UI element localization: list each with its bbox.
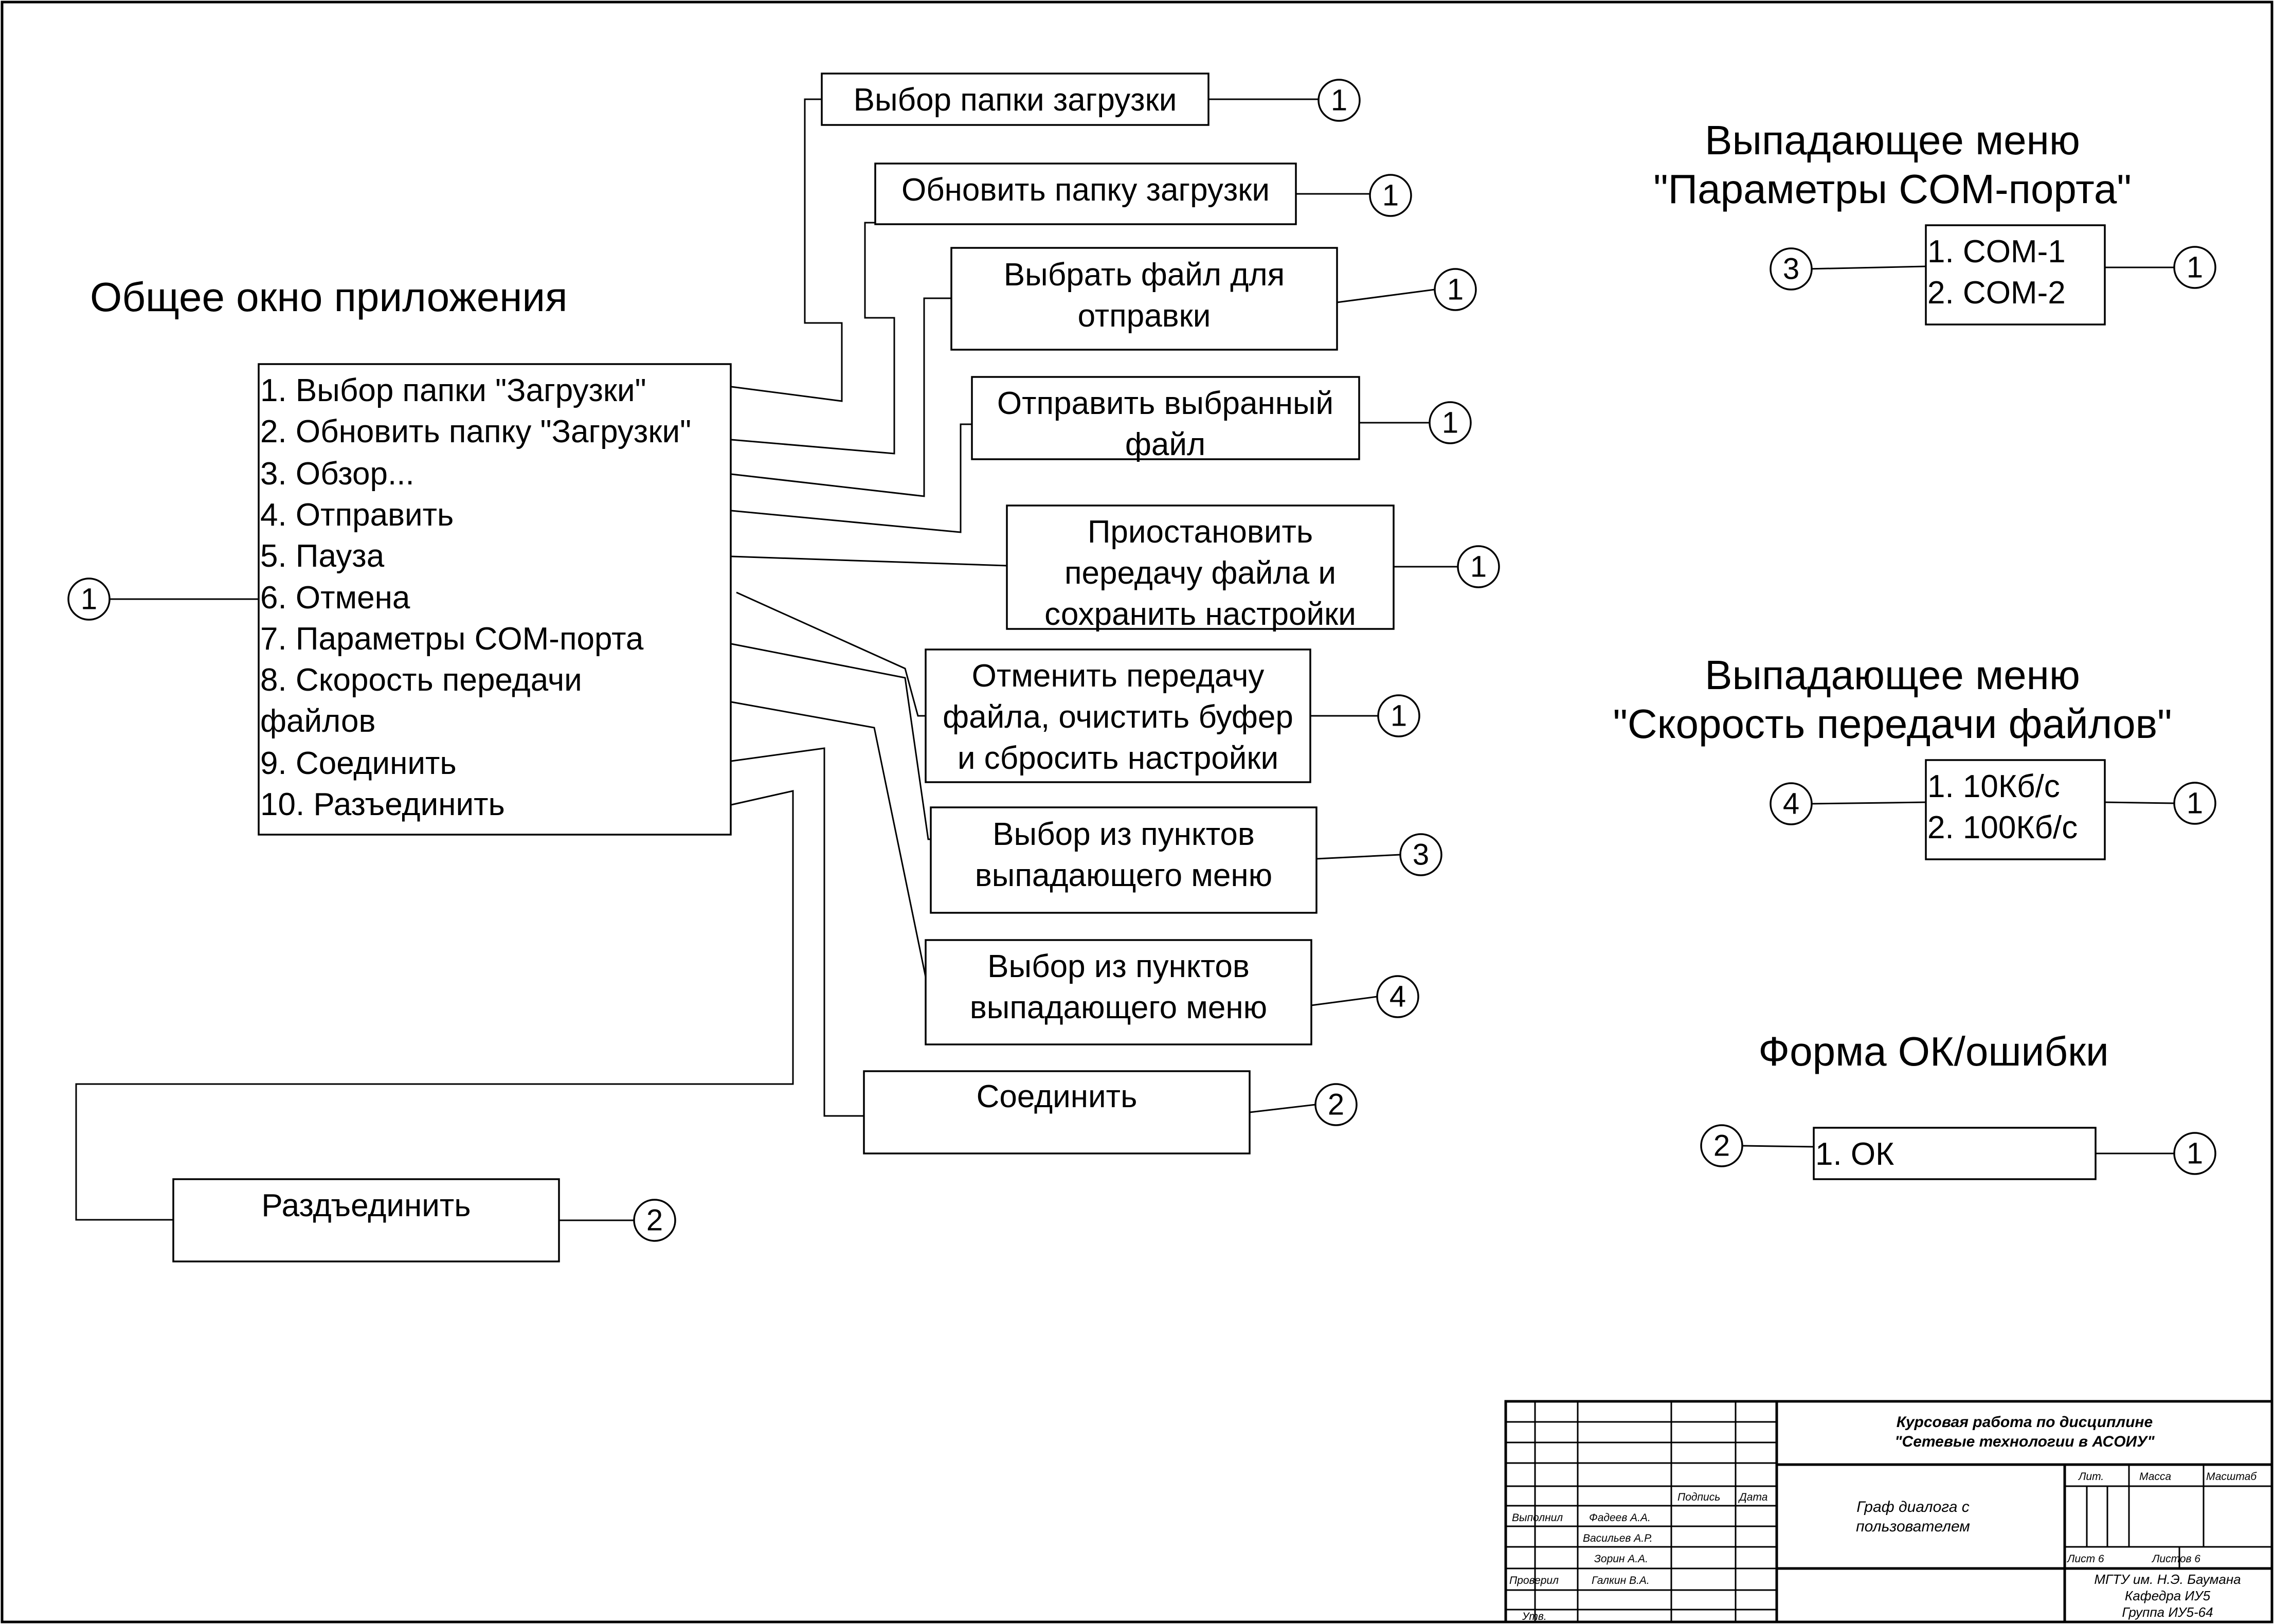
action-label: Выбор из пунктов [992,817,1255,852]
menu-out-number: 1 [2187,1137,2203,1170]
menu-item: 1. ОК [1815,1136,1894,1172]
action-label: сохранить настройки [1044,597,1356,632]
action-disconnect: Раздъединить 2 [172,1178,676,1262]
action-label: файл [1125,427,1205,462]
label-massa: Масса [2139,1471,2171,1483]
action-label: отправки [1078,298,1211,334]
person-name: Васильев А.Р. [1583,1532,1653,1544]
action-target-number: 1 [1470,550,1487,584]
menu-item: 1. 10Кб/с [1927,769,2060,804]
menu-title: Выпадающее меню [1705,117,2080,163]
org-line: МГТУ им. Н.Э. Баумана [2094,1572,2241,1587]
action-label: файла, очистить буфер [943,699,1293,735]
action-label: Выбор папки загрузки [854,82,1177,118]
menu-out-number: 1 [2187,787,2203,820]
menu-transfer-speed: Выпадающее меню "Скорость передачи файло… [1613,652,2216,860]
action-target-number: 2 [646,1204,663,1237]
main-item: 4. Отправить [260,497,454,533]
action-target-number: 3 [1413,838,1429,872]
person-name: Фадеев А.А. [1589,1512,1651,1524]
role-utv: Утв. [1522,1611,1547,1622]
label-listov: Листов 6 [2151,1553,2200,1565]
action-pause-transfer: Приостановить передачу файла и сохранить… [1006,504,1500,632]
action-select-speed-menu: Выбор из пунктов выпадающего меню 4 [925,939,1419,1045]
menu-in-number: 3 [1783,252,1799,286]
menu-title: "Скорость передачи файлов" [1613,701,2172,747]
action-label: Выбрать файл для [1004,257,1285,293]
title-block-doc-title: пользователем [1856,1518,1970,1535]
title-block-header: Курсовая работа по дисциплине [1897,1414,2153,1431]
main-item: 8. Скорость передачи [260,662,582,698]
menu-com-port: Выпадающее меню "Параметры COM-порта" 3 … [1653,117,2216,326]
person-name: Галкин В.А. [1592,1575,1650,1586]
action-connect: Соединить 2 [863,1070,1358,1154]
action-label: выпадающего меню [970,990,1267,1025]
label-masshtab: Масштаб [2206,1471,2257,1483]
main-item: 9. Соединить [260,746,457,781]
menu-item: 1. COM-1 [1927,234,2066,269]
menu-title: Форма ОК/ошибки [1758,1028,2108,1074]
action-label: Соединить [977,1079,1138,1114]
action-label: выпадающего меню [975,858,1272,893]
action-target-number: 1 [1442,406,1458,440]
org-line: Группа ИУ5-64 [2122,1604,2213,1620]
label-lit: Лит. [2078,1471,2104,1483]
main-window-entry: 1 [67,578,111,621]
action-label: передачу файла и [1064,555,1336,591]
org-line: Кафедра ИУ5 [2125,1588,2211,1603]
entry-number: 1 [81,583,97,616]
action-target-number: 1 [1382,179,1399,212]
main-item: 6. Отмена [260,580,410,616]
action-send-file: Отправить выбранный файл 1 [971,376,1472,462]
action-target-number: 4 [1389,980,1406,1014]
action-select-com-menu: Выбор из пунктов выпадающего меню 3 [930,806,1442,914]
action-target-number: 1 [1331,84,1347,117]
main-item: файлов [260,703,375,739]
main-item: 10. Разъединить [260,787,505,822]
action-label: Отправить выбранный [997,386,1333,421]
role-vypolnil: Выполнил [1512,1512,1563,1524]
main-item: 5. Пауза [260,538,385,574]
action-target-number: 1 [1447,273,1464,306]
main-window-box: 1. Выбор папки "Загрузки" 2. Обновить па… [258,363,732,836]
action-target-number: 2 [1328,1088,1344,1122]
menu-item: 2. 100Кб/с [1927,810,2078,845]
action-label: Выбор из пунктов [987,949,1250,984]
label-podpis: Подпись [1677,1491,1720,1503]
connector-lines [75,98,2175,1221]
menu-title: Выпадающее меню [1705,652,2080,698]
main-window-title: Общее окно приложения [90,274,567,320]
label-data: Дата [1738,1491,1767,1503]
action-target-number: 1 [1391,699,1407,733]
title-block: Курсовая работа по дисциплине "Сетевые т… [1504,1400,2273,1623]
person-name: Зорин А.А. [1594,1553,1648,1565]
menu-title: "Параметры COM-порта" [1653,166,2132,212]
action-cancel-transfer: Отменить передачу файла, очистить буфер … [925,648,1420,783]
action-select-download-folder: Выбор папки загрузки 1 [821,73,1361,126]
action-label: и сбросить настройки [958,741,1278,776]
main-item: 1. Выбор папки "Загрузки" [260,373,646,408]
menu-out-number: 1 [2187,251,2203,284]
main-item: 2. Обновить папку "Загрузки" [260,414,691,449]
title-block-doc-title: Граф диалога с [1856,1499,1969,1515]
role-proveril: Проверил [1509,1575,1559,1586]
main-item: 3. Обзор... [260,456,414,492]
action-label: Раздъединить [261,1188,471,1223]
menu-ok-error-form: Форма ОК/ошибки 2 1. ОК 1 [1700,1028,2216,1180]
label-list: Лист 6 [2066,1553,2104,1565]
menu-in-number: 2 [1713,1129,1730,1163]
menu-in-number: 4 [1783,787,1799,821]
action-label: Отменить передачу [972,658,1265,694]
main-item: 7. Параметры COM-порта [260,621,644,657]
action-label: Приостановить [1088,514,1313,550]
menu-item: 2. COM-2 [1927,275,2066,311]
action-refresh-download-folder: Обновить папку загрузки 1 [874,163,1412,225]
action-choose-file: Выбрать файл для отправки 1 [950,247,1477,351]
title-block-header: "Сетевые технологии в АСОИУ" [1894,1433,2155,1450]
action-label: Обновить папку загрузки [901,172,1270,208]
